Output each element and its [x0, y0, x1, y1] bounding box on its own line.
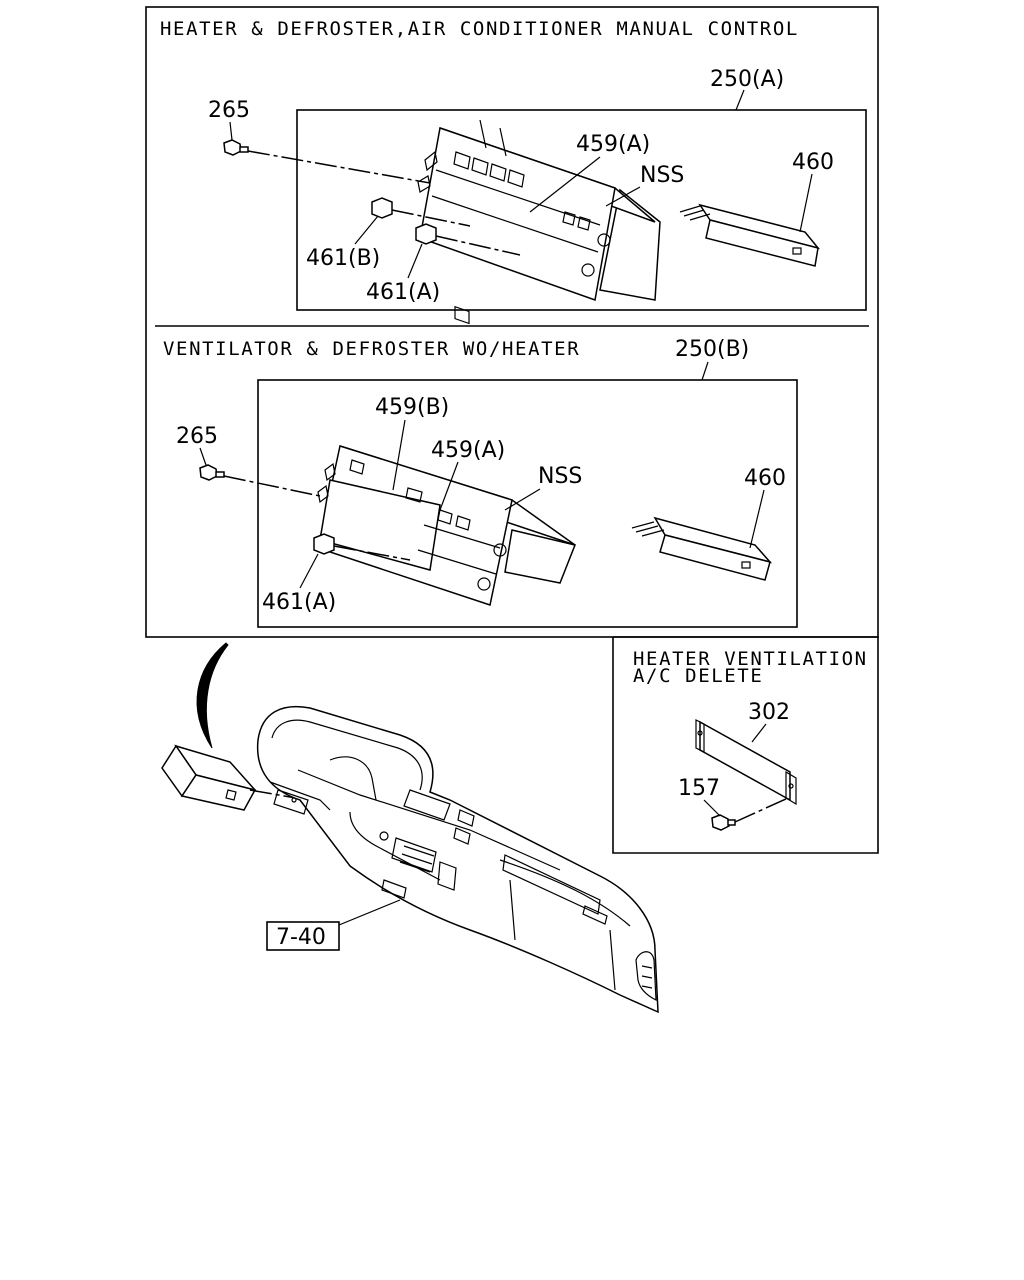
label-nss-mid: NSS [538, 464, 582, 489]
label-459b: 459(B) [375, 395, 449, 420]
section-title-delete-1: HEATER VENTILATION [633, 648, 868, 670]
dashboard-assembly: 7-40 [161, 642, 659, 1014]
label-459a-top: 459(A) [576, 132, 650, 157]
label-302: 302 [748, 700, 790, 725]
label-461a-mid: 461(A) [262, 590, 336, 615]
knob-461a-mid-icon [313, 533, 335, 555]
label-461a-top: 461(A) [366, 280, 440, 305]
label-460-mid: 460 [744, 466, 786, 491]
label-459a-mid: 459(A) [431, 438, 505, 463]
knob-461b-icon [371, 197, 393, 219]
knob-461a-icon [415, 223, 437, 245]
label-7-40: 7-40 [276, 925, 326, 950]
ref-box-7-40 [266, 921, 340, 951]
assembly-box-a [296, 109, 867, 311]
section-title-delete-2: A/C DELETE [633, 665, 763, 687]
main-frame [145, 6, 879, 638]
section-title-ac-manual: HEATER & DEFROSTER,AIR CONDITIONER MANUA… [160, 18, 799, 40]
assembly-box-b [257, 379, 798, 628]
control-unit-b [317, 445, 577, 606]
module-460-b [631, 516, 773, 581]
label-265-a: 265 [208, 98, 250, 123]
removed-control-unit [161, 744, 258, 811]
screw-265b-icon [199, 464, 225, 481]
label-157: 157 [678, 776, 720, 801]
section-ac-delete: HEATER VENTILATION A/C DELETE 302 157 [612, 636, 879, 854]
label-nss-top: NSS [640, 163, 684, 188]
curved-arrow-icon [196, 642, 229, 749]
section-title-vent: VENTILATOR & DEFROSTER WO/HEATER [163, 338, 580, 360]
section-ac-manual: HEATER & DEFROSTER,AIR CONDITIONER MANUA… [160, 18, 867, 325]
control-unit-a [417, 119, 661, 325]
section-vent-wo-heater: VENTILATOR & DEFROSTER WO/HEATER 250(B) … [163, 337, 798, 628]
module-460-a [679, 203, 821, 267]
label-460-top: 460 [792, 150, 834, 175]
screw-157-icon [711, 814, 736, 831]
label-265-b: 265 [176, 424, 218, 449]
label-250a: 250(A) [710, 67, 784, 92]
cover-plate-302 [695, 719, 797, 806]
label-461b: 461(B) [306, 246, 380, 271]
label-250b: 250(B) [675, 337, 749, 362]
screw-265-icon [223, 139, 249, 156]
